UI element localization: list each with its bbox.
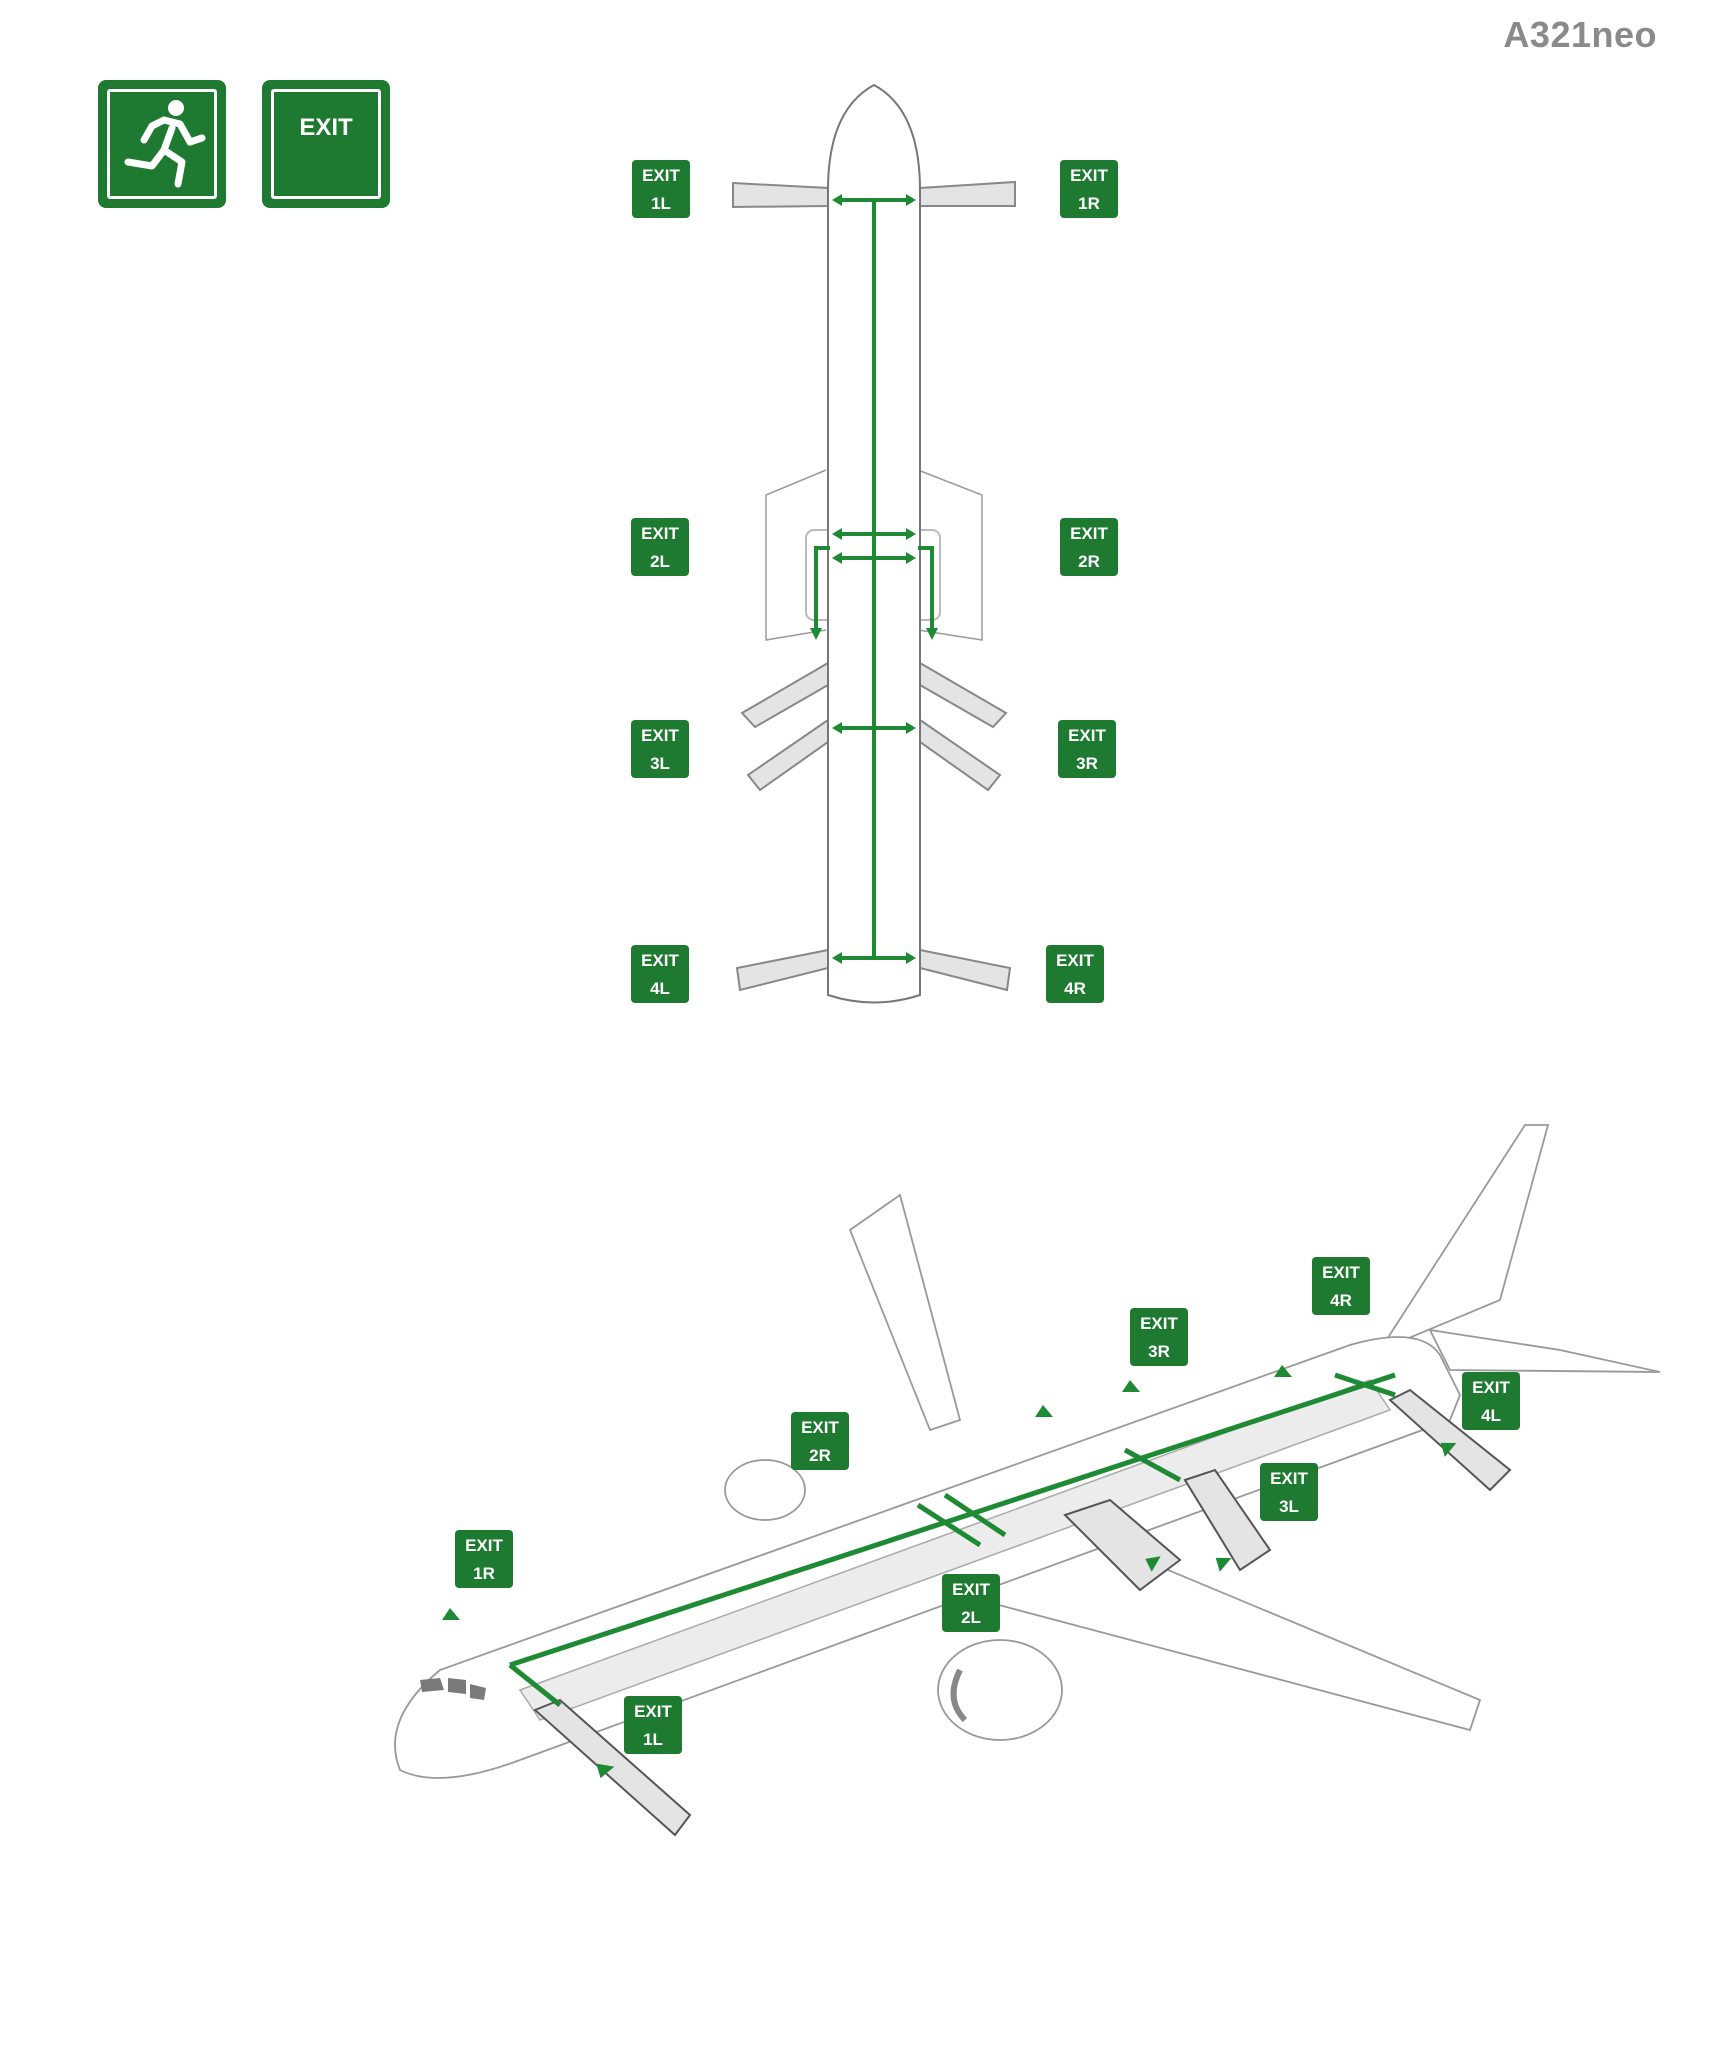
overwing-right-path <box>918 546 934 630</box>
cabin-floor <box>518 1379 1392 1721</box>
right-wing-outline <box>917 469 983 641</box>
aisle-path-perspective <box>509 1372 1396 1668</box>
exit-sign: EXIT <box>262 80 390 208</box>
near-engine <box>937 1639 1063 1741</box>
aircraft-model-title: A321neo <box>1503 14 1657 55</box>
exit-sign-text: EXIT <box>299 114 353 141</box>
far-wing <box>848 1193 962 1432</box>
running-man-icon <box>124 100 206 188</box>
slide-3l-perspective <box>1183 1468 1272 1572</box>
left-wing-outline <box>765 469 827 641</box>
far-engine <box>724 1459 806 1521</box>
horizontal-stabilizer <box>1428 1328 1661 1373</box>
vertical-stabilizer <box>1377 1124 1550 1352</box>
overwing-left-path <box>814 546 830 630</box>
running-man-exit-sign <box>98 80 226 208</box>
slide-4l-perspective <box>1388 1388 1512 1492</box>
